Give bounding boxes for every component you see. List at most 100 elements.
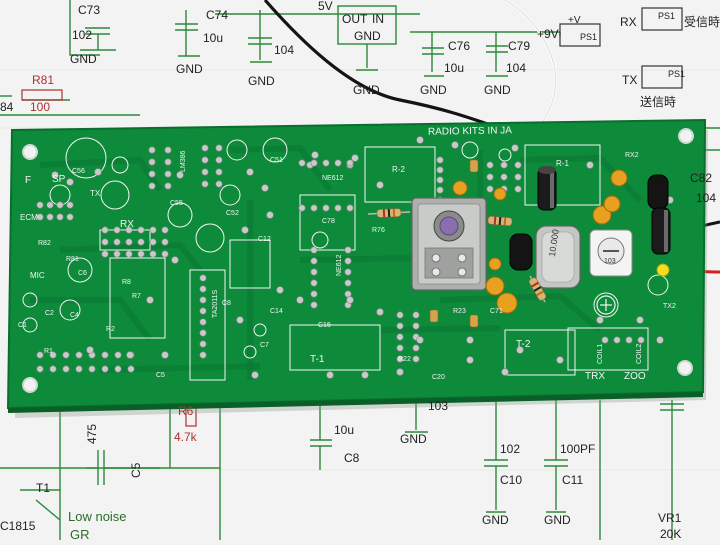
pcb-label-ta2011s: TA2011S — [212, 289, 219, 318]
solder-pad — [199, 351, 207, 359]
pcb-label-r82: R82 — [38, 240, 51, 247]
solder-pad — [66, 178, 74, 186]
label-gnd: GND — [420, 83, 447, 97]
silkscreen-outline — [504, 329, 576, 376]
label-r6: R6 — [178, 404, 194, 418]
transistor — [509, 233, 533, 271]
solder-pad — [113, 238, 121, 246]
pcb-label-c4: C4 — [70, 312, 79, 319]
solder-pad — [56, 213, 64, 221]
label-out: OUT — [342, 12, 368, 26]
pcb-trace — [99, 363, 261, 373]
silkscreen-outline — [262, 137, 288, 163]
solder-pad — [241, 226, 249, 234]
silkscreen-outline — [593, 292, 619, 318]
pcb-label-r2: R2 — [106, 326, 115, 333]
solder-pad — [201, 180, 209, 188]
solder-pad — [346, 296, 354, 304]
ceramic-capacitor — [610, 169, 628, 187]
solder-pad — [466, 356, 474, 364]
label-c1815: C1815 — [0, 519, 36, 533]
label-gnd: GND — [354, 29, 381, 43]
solder-pad — [215, 168, 223, 176]
solder-pad — [412, 344, 420, 352]
solder-pad — [36, 351, 44, 359]
silkscreen-outline — [299, 194, 356, 251]
solder-pad — [199, 285, 207, 293]
label-gnd: GND — [400, 432, 427, 446]
pcb-label-coil2: COIL2 — [636, 343, 643, 364]
solder-pad — [466, 336, 474, 344]
solder-pad — [396, 333, 404, 341]
led — [656, 263, 670, 277]
solder-pad — [334, 159, 342, 167]
solder-pad — [161, 226, 169, 234]
solder-pad — [75, 365, 83, 373]
silkscreen-outline — [195, 223, 225, 253]
ceramic-capacitor — [603, 195, 621, 213]
pcb-label-c5: C5 — [156, 372, 165, 379]
solder-pad — [396, 322, 404, 330]
film-capacitor — [469, 159, 479, 173]
solder-pad — [149, 250, 157, 258]
pcb-label-c78: C78 — [322, 218, 335, 225]
pcb-trace — [30, 297, 153, 342]
solder-pad — [436, 176, 444, 184]
pcb-trace — [379, 325, 501, 333]
resistor-band — [498, 216, 502, 226]
solder-pad — [556, 356, 564, 364]
silkscreen-outline — [22, 317, 38, 333]
solder-pad — [36, 213, 44, 221]
label-c82: C82 — [690, 171, 713, 185]
solder-pad — [326, 371, 334, 379]
resistor-band — [531, 281, 539, 288]
pcb-trace — [39, 156, 163, 192]
pcb-label-c52: C52 — [226, 210, 239, 217]
solder-pad — [49, 351, 57, 359]
solder-pad — [311, 151, 319, 159]
solder-pad — [344, 279, 352, 287]
pcb-label-c8: C8 — [222, 300, 231, 307]
pcb-label-rx2: RX2 — [625, 152, 639, 159]
solder-pad — [56, 201, 64, 209]
solder-pad — [412, 355, 420, 363]
solder-pad — [396, 355, 404, 363]
label-c11-value: 100PF — [560, 442, 596, 456]
solder-pad — [125, 250, 133, 258]
label-ps1: PS1 — [658, 11, 676, 21]
label-gnd: GND — [248, 74, 275, 88]
solder-pad — [114, 351, 122, 359]
mounting-hole — [22, 144, 38, 160]
solder-pad — [376, 181, 384, 189]
if-transformer-pin — [431, 267, 441, 277]
electrolytic-capacitor-stripe — [550, 170, 554, 208]
label-gnd: GND — [544, 513, 571, 527]
pcb-label-r81: R81 — [66, 256, 79, 263]
label-low-noise: Low noise — [68, 509, 127, 524]
label-ps1: PS1 — [580, 32, 598, 42]
solder-pad — [137, 250, 145, 258]
label-c11: C11 — [562, 473, 584, 487]
silkscreen-outline — [647, 274, 669, 296]
label-plus-v: +V — [568, 15, 581, 26]
label-gnd: GND — [176, 62, 203, 76]
resistor-band — [533, 286, 542, 292]
silkscreen-outline — [243, 345, 257, 359]
solder-pad — [310, 268, 318, 276]
electrolytic-capacitor-stripe — [664, 210, 668, 252]
solder-pad — [346, 159, 354, 167]
mounting-hole — [22, 377, 38, 393]
solder-pad — [113, 226, 121, 234]
solder-pad — [137, 226, 145, 234]
pcb-label-c56: C56 — [72, 168, 85, 175]
label-c8-value: 10u — [334, 423, 355, 437]
solder-pad — [236, 316, 244, 324]
pcb-board — [6, 118, 707, 413]
solder-pad — [351, 154, 359, 162]
solder-pad — [113, 250, 121, 258]
label-c10: C10 — [500, 473, 523, 487]
label-rx-japanese: 受信時 — [684, 15, 720, 29]
pcb-label-c15: C15 — [318, 322, 331, 329]
pcb-label-tx2: TX2 — [663, 303, 676, 310]
label-gnd: GND — [482, 513, 509, 527]
